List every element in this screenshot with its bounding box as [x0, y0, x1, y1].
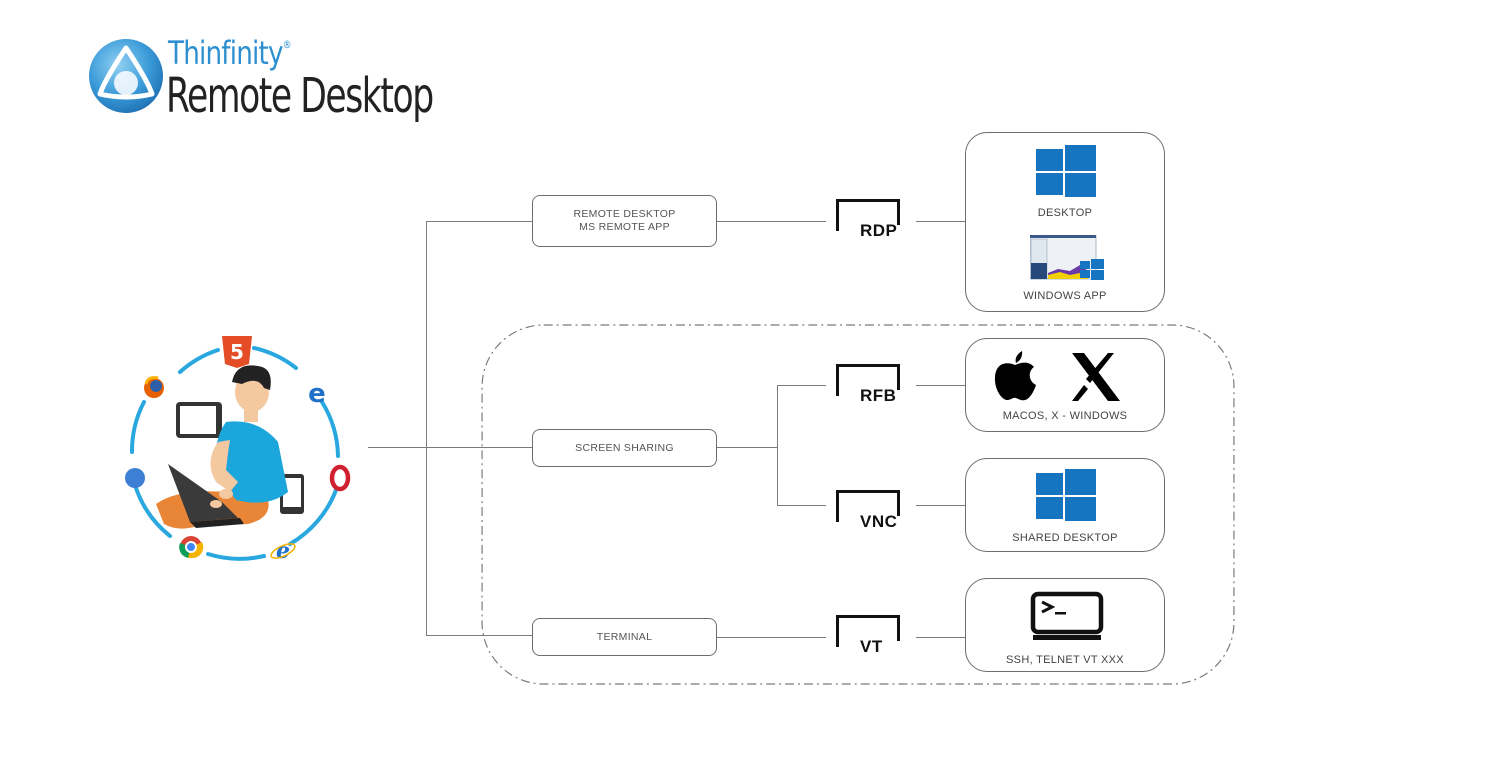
logo-product-text: Remote Desktop	[166, 68, 434, 124]
connector-remote-desktop-to-rdp	[717, 221, 826, 223]
logo-brand-text: Thinfinity®	[168, 34, 292, 72]
connector-trunk-terminal	[426, 635, 532, 637]
svg-text:e: e	[276, 538, 290, 564]
thinfinity-logo: Thinfinity® Remote Desktop	[86, 34, 446, 128]
svg-text:e: e	[308, 379, 326, 409]
target-label: SSH, TELNET VT XXX	[1006, 654, 1124, 666]
svg-text:5: 5	[230, 340, 244, 364]
connector-trunk	[426, 221, 428, 635]
protocol-vt: VT	[836, 615, 904, 661]
connector-split-to-rfb	[777, 385, 826, 387]
terminal-icon	[1030, 591, 1104, 640]
option-remote-desktop-box[interactable]: REMOTE DESKTOP MS REMOTE APP	[532, 195, 717, 247]
option-terminal-box[interactable]: TERMINAL	[532, 618, 717, 656]
ie-icon: e	[270, 538, 296, 564]
protocol-label: RFB	[858, 386, 897, 406]
option-screen-sharing-box[interactable]: SCREEN SHARING	[532, 429, 717, 467]
target-rdp-box[interactable]: DESKTOP WINDOWS APP	[965, 132, 1165, 312]
x-windows-logo-icon	[1072, 353, 1120, 401]
connector-screen-sharing-to-split	[717, 447, 777, 449]
target-label: SHARED DESKTOP	[1012, 532, 1118, 544]
windows-logo-icon	[1036, 469, 1096, 521]
connector-split-vertical	[777, 385, 779, 506]
windows-logo-icon	[1036, 145, 1096, 197]
bracket-icon	[836, 364, 900, 396]
option-line: SCREEN SHARING	[575, 441, 674, 454]
apple-logo-icon	[994, 351, 1036, 401]
target-label: MACOS, X - WINDOWS	[1002, 410, 1128, 422]
connector-trunk-remote-desktop	[426, 221, 532, 223]
connector-client-to-trunk	[368, 447, 532, 449]
protocol-rdp: RDP	[836, 199, 904, 245]
protocol-label: VT	[858, 637, 883, 657]
person-illustration	[156, 365, 288, 529]
safari-icon	[125, 468, 145, 488]
edge-icon: e	[308, 379, 326, 409]
target-label: WINDOWS APP	[1023, 290, 1107, 302]
connector-split-to-vnc	[777, 505, 826, 507]
bracket-icon	[836, 490, 900, 522]
connector-terminal-to-vt	[717, 637, 826, 639]
firefox-icon	[144, 376, 164, 398]
protocol-vnc: VNC	[836, 490, 904, 536]
target-vnc-box[interactable]: SHARED DESKTOP	[965, 458, 1165, 552]
html5-icon: 5	[222, 336, 252, 368]
target-vt-box[interactable]: SSH, TELNET VT XXX	[965, 578, 1165, 672]
protocol-label: VNC	[858, 512, 898, 532]
opera-icon	[329, 464, 351, 492]
bracket-icon	[836, 199, 900, 231]
bracket-icon	[836, 615, 900, 647]
protocol-rfb: RFB	[836, 364, 904, 410]
target-label: DESKTOP	[1037, 207, 1093, 219]
connector-vt-to-target	[916, 637, 965, 639]
option-line: TERMINAL	[596, 630, 653, 643]
client-ring	[129, 346, 340, 561]
connector-rdp-to-target	[916, 221, 965, 223]
client-illustration: 5 e e	[118, 332, 358, 572]
connector-rfb-to-target	[916, 385, 965, 387]
windows-app-icon	[1030, 235, 1104, 280]
option-line: MS REMOTE APP	[579, 221, 670, 233]
option-line: REMOTE DESKTOP	[573, 208, 676, 220]
connector-vnc-to-target	[916, 505, 965, 507]
tablet-icon	[176, 402, 222, 438]
chrome-icon	[179, 536, 204, 558]
target-rfb-box[interactable]: MACOS, X - WINDOWS	[965, 338, 1165, 432]
protocol-label: RDP	[858, 221, 898, 241]
thinfinity-logo-icon	[89, 39, 163, 113]
